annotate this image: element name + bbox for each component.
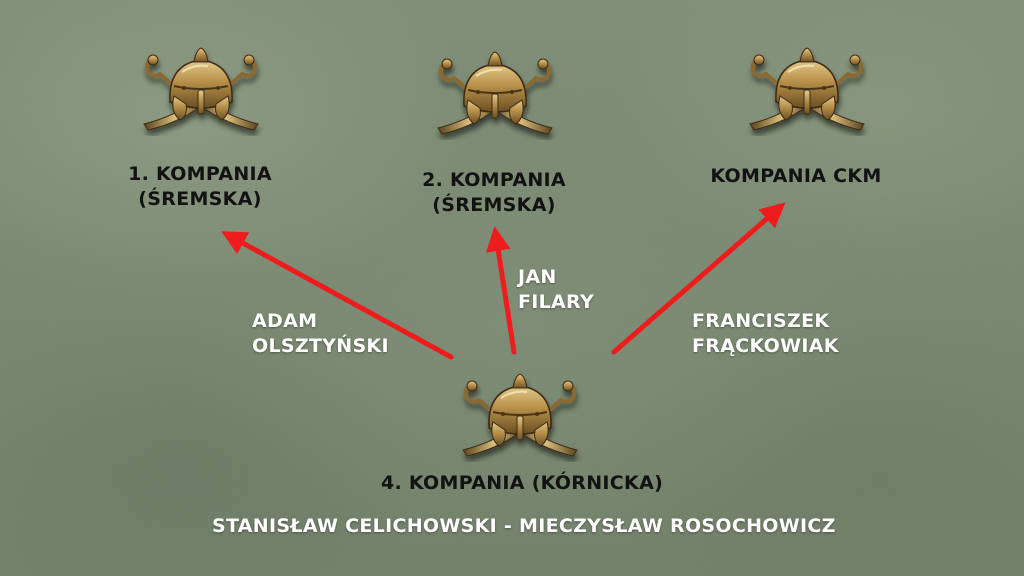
unit-4th-company-label: 4. KOMPANIA (KÓRNICKA) bbox=[372, 471, 672, 496]
arrow-label-center: JAN FILARY bbox=[518, 265, 608, 315]
helmet-crossed-sabres-icon bbox=[748, 46, 866, 132]
arrow-label-left: ADAM OLSZTYŃSKI bbox=[252, 309, 392, 359]
unit-ckm-company-name: KOMPANIA CKM bbox=[710, 165, 882, 187]
person-first-name: ADAM bbox=[252, 310, 318, 332]
arrow-to-ckm-company bbox=[611, 202, 786, 355]
unit-2nd-company-name: 2. KOMPANIA bbox=[422, 169, 566, 191]
unit-2nd-company-label: 2. KOMPANIA (ŚREMSKA) bbox=[414, 168, 574, 218]
unit-1st-company-label: 1. KOMPANIA (ŚREMSKA) bbox=[120, 162, 280, 212]
unit-1st-company-name: 1. KOMPANIA bbox=[128, 163, 272, 185]
arrow-to-2nd-company bbox=[485, 226, 517, 355]
person-first-name: JAN bbox=[518, 266, 557, 288]
arrow-to-1st-company bbox=[221, 231, 454, 360]
commanders-text: STANISŁAW CELICHOWSKI - MIECZYSŁAW ROSOC… bbox=[212, 515, 836, 537]
commanders-line: STANISŁAW CELICHOWSKI - MIECZYSŁAW ROSOC… bbox=[212, 514, 836, 539]
person-last-name: FRĄCKOWIAK bbox=[692, 335, 839, 357]
unit-1st-company-region: (ŚREMSKA) bbox=[138, 188, 262, 210]
unit-4th-company-name: 4. KOMPANIA (KÓRNICKA) bbox=[380, 472, 664, 494]
person-last-name: OLSZTYŃSKI bbox=[252, 335, 389, 357]
person-first-name: FRANCISZEK bbox=[692, 310, 830, 332]
unit-2nd-company-region: (ŚREMSKA) bbox=[432, 194, 556, 216]
arrow-label-right: FRANCISZEK FRĄCKOWIAK bbox=[692, 309, 852, 359]
helmet-crossed-sabres-icon bbox=[142, 46, 260, 132]
helmet-crossed-sabres-icon bbox=[461, 372, 579, 458]
person-last-name: FILARY bbox=[518, 291, 595, 313]
helmet-crossed-sabres-icon bbox=[436, 50, 554, 136]
unit-ckm-company-label: KOMPANIA CKM bbox=[706, 164, 886, 189]
